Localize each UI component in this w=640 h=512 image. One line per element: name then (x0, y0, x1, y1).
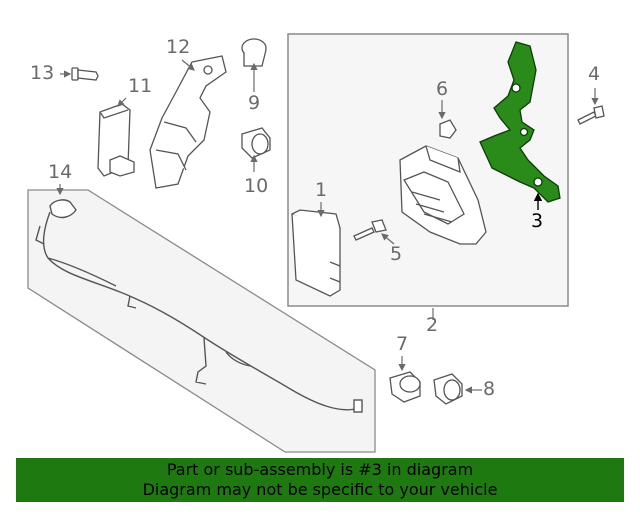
grommet-10 (241, 127, 271, 159)
sensor-9 (241, 38, 267, 67)
callout-8: 8 (483, 378, 496, 400)
callout-9: 9 (248, 92, 261, 114)
callout-12: 12 (166, 36, 191, 58)
banner-line-1: Part or sub-assembly is #3 in diagram (166, 460, 474, 479)
bolt-4 (577, 105, 605, 125)
leader-5 (381, 233, 395, 245)
callout-7: 7 (396, 333, 409, 355)
banner-line-2: Diagram may not be specific to your vehi… (142, 480, 498, 499)
callout-3: 3 (531, 210, 544, 232)
callout-13: 13 (30, 62, 55, 84)
callout-14: 14 (48, 161, 73, 183)
leader-12 (181, 59, 195, 71)
bolt-13 (71, 67, 99, 81)
housing-2 (399, 145, 487, 245)
callout-4: 4 (588, 63, 601, 85)
callout-11: 11 (128, 75, 153, 97)
leader-11 (117, 97, 127, 107)
sensor-7 (389, 371, 421, 403)
sensor-module-11 (97, 103, 135, 177)
nut-6 (439, 119, 457, 139)
pin-5 (353, 219, 387, 241)
callout-5: 5 (390, 243, 403, 265)
grommet-8 (433, 373, 463, 405)
callout-2: 2 (426, 314, 439, 336)
callout-6: 6 (436, 78, 449, 100)
callout-1: 1 (315, 179, 328, 201)
wiring-harness (35, 199, 363, 413)
harness-panel (27, 189, 376, 453)
part-info-banner: Part or sub-assembly is #3 in diagram Di… (16, 458, 624, 502)
control-module-1 (291, 209, 341, 297)
callout-10: 10 (244, 175, 269, 197)
bracket-12 (149, 55, 227, 189)
bracket-3-highlight (479, 41, 561, 203)
